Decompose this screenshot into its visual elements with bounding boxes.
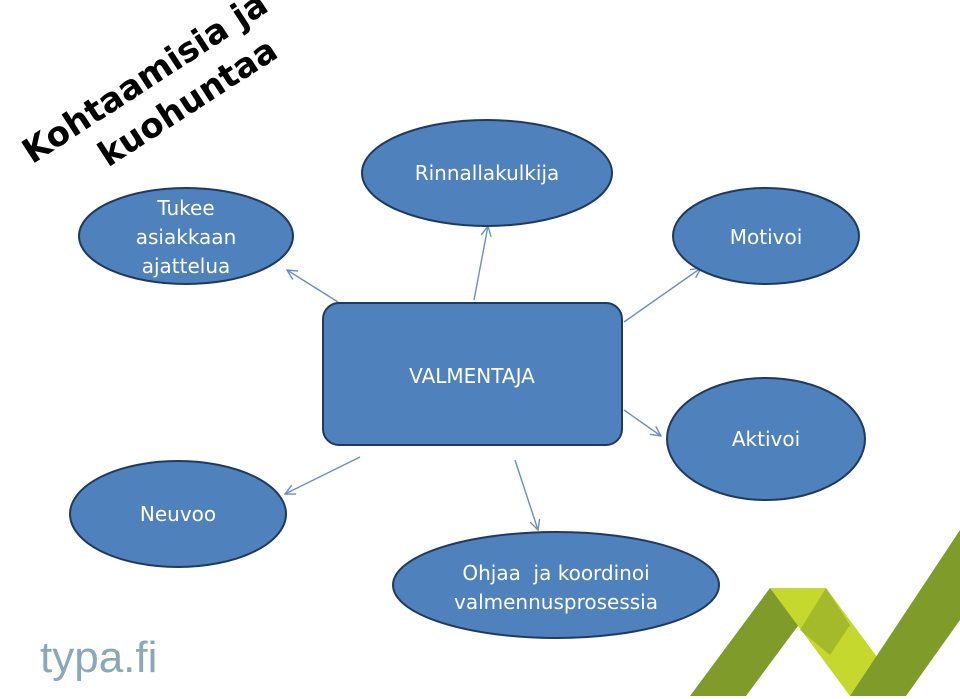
node-neuvoo: Neuvoo [69,460,287,568]
node-rinnallakulkija-shape [361,119,613,227]
center-node-label: VALMENTAJA [409,364,535,388]
typa-logo-text: typa.fi [40,633,157,682]
node-ohjaa-line-2: valmennusprosessia [454,590,658,614]
node-rinnallakulkija-label: Rinnallakulkija [415,161,560,185]
center-node-box [322,302,623,446]
typa-logo-graphic [690,530,960,696]
logo-stripe-dark-right [850,530,960,696]
node-rinnallakulkija: Rinnallakulkija [361,119,613,227]
node-neuvoo-shape [69,460,287,568]
node-neuvoo-label: Neuvoo [140,502,216,526]
node-tukee: Tukee asiakkaan ajattelua [78,187,294,285]
arrow-to-aktivoi [623,409,661,436]
arrow-to-ohjaa [514,459,538,530]
node-tukee-line-1: Tukee [156,196,214,220]
arrow-to-tukee [287,270,339,303]
connectors [285,226,701,530]
node-ohjaa-shape [392,531,720,639]
arrow-to-motivoi [623,268,701,323]
logo-overlap [800,588,850,655]
node-tukee-line-2: asiakkaan [136,225,237,249]
arrow-to-neuvoo [285,456,361,494]
node-aktivoi-label: Aktivoi [732,427,800,451]
node-motivoi-shape [672,187,860,285]
node-tukee-line-3: ajattelua [142,254,231,278]
node-motivoi: Motivoi [672,187,860,285]
node-ohjaa: Ohjaa ja koordinoi valmennusprosessia [392,531,720,639]
center-node-valmentaja: VALMENTAJA [322,302,623,446]
node-aktivoi: Aktivoi [666,377,866,501]
arrow-to-rinnallakulkija [473,226,488,301]
page-title: Kohtaamisia ja kuohuntaa [15,0,285,175]
node-ohjaa-line-1: Ohjaa ja koordinoi [462,561,649,585]
node-aktivoi-shape [666,377,866,501]
node-motivoi-label: Motivoi [730,225,803,249]
node-tukee-shape [78,187,294,285]
